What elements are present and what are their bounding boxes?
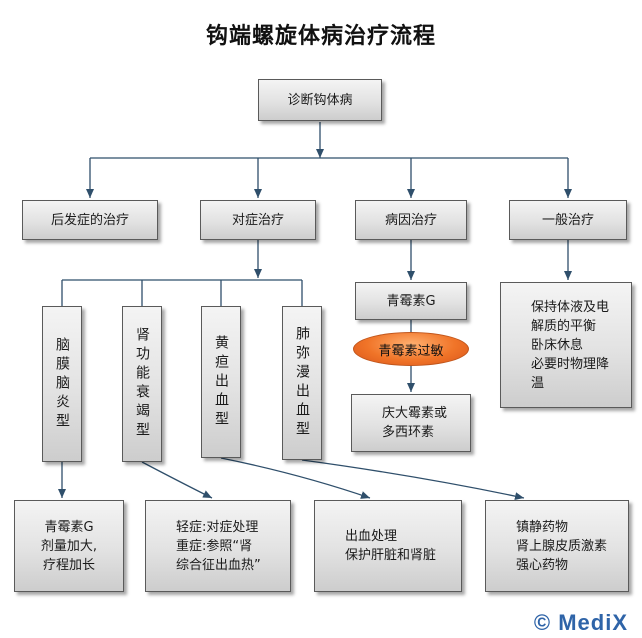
node-general: 一般治疗 <box>509 200 627 240</box>
node-diagnosis-label: 诊断钩体病 <box>287 92 353 108</box>
node-penicillin: 青霉素G <box>355 282 467 320</box>
node-type-meningitis: 脑膜脑炎型 <box>42 306 82 462</box>
node-type-renal: 肾功能衰竭型 <box>122 306 162 462</box>
diagram-title: 钩端螺旋体病治疗流程 <box>205 23 436 49</box>
node-penicillin-allergy-label: 青霉素过敏 <box>378 343 444 359</box>
node-treatment-renal: 轻症:对症处理 重症:参照“肾 综合征出血热” <box>145 500 291 592</box>
node-treatment-meningitis-label: 青霉素G 剂量加大, 疗程加长 <box>40 519 98 573</box>
connector-pulmonary-treatment <box>301 459 525 501</box>
node-general-care-label: 保持体液及电 解质的平衡 卧床休息 必要时物理降 温 <box>531 299 610 391</box>
node-treatment-jaundice-label: 出血处理 保护肝脏和肾脏 <box>345 529 437 563</box>
node-diagnosis: 诊断钩体病 <box>258 79 382 121</box>
node-treatment-pulmonary-label: 镇静药物 肾上腺皮质激素 强心药物 <box>516 519 608 573</box>
connector-renal-treatment <box>141 461 213 499</box>
node-treatment-meningitis: 青霉素G 剂量加大, 疗程加长 <box>14 500 124 592</box>
node-etiologic: 病因治疗 <box>355 200 467 240</box>
node-symptomatic-label: 对症治疗 <box>231 212 284 228</box>
node-type-pulmonary-label: 肺弥漫出血型 <box>294 326 310 440</box>
node-symptomatic: 对症治疗 <box>200 200 316 240</box>
node-type-jaundice: 黄疸出血型 <box>201 306 241 458</box>
node-general-label: 一般治疗 <box>541 212 594 228</box>
node-penicillin-label: 青霉素G <box>386 293 436 309</box>
node-late-treatment-label: 后发症的治疗 <box>50 212 129 228</box>
node-general-care: 保持体液及电 解质的平衡 卧床休息 必要时物理降 温 <box>500 282 632 408</box>
node-type-pulmonary: 肺弥漫出血型 <box>282 306 322 460</box>
node-penicillin-allergy: 青霉素过敏 <box>353 332 469 366</box>
node-alternative-drugs-label: 庆大霉素或 多西环素 <box>382 406 448 440</box>
node-late-treatment: 后发症的治疗 <box>22 200 158 240</box>
medix-watermark: © MediX <box>533 610 628 635</box>
node-alternative-drugs: 庆大霉素或 多西环素 <box>351 394 471 452</box>
node-etiologic-label: 病因治疗 <box>384 212 437 228</box>
node-treatment-jaundice: 出血处理 保护肝脏和肾脏 <box>314 500 462 592</box>
node-treatment-pulmonary: 镇静药物 肾上腺皮质激素 强心药物 <box>485 500 629 592</box>
node-type-renal-label: 肾功能衰竭型 <box>134 327 150 441</box>
node-type-meningitis-label: 脑膜脑炎型 <box>54 336 70 432</box>
node-treatment-renal-label: 轻症:对症处理 重症:参照“肾 综合征出血热” <box>176 519 261 573</box>
connector-jaundice-treatment <box>220 457 371 499</box>
node-type-jaundice-label: 黄疸出血型 <box>213 334 229 430</box>
